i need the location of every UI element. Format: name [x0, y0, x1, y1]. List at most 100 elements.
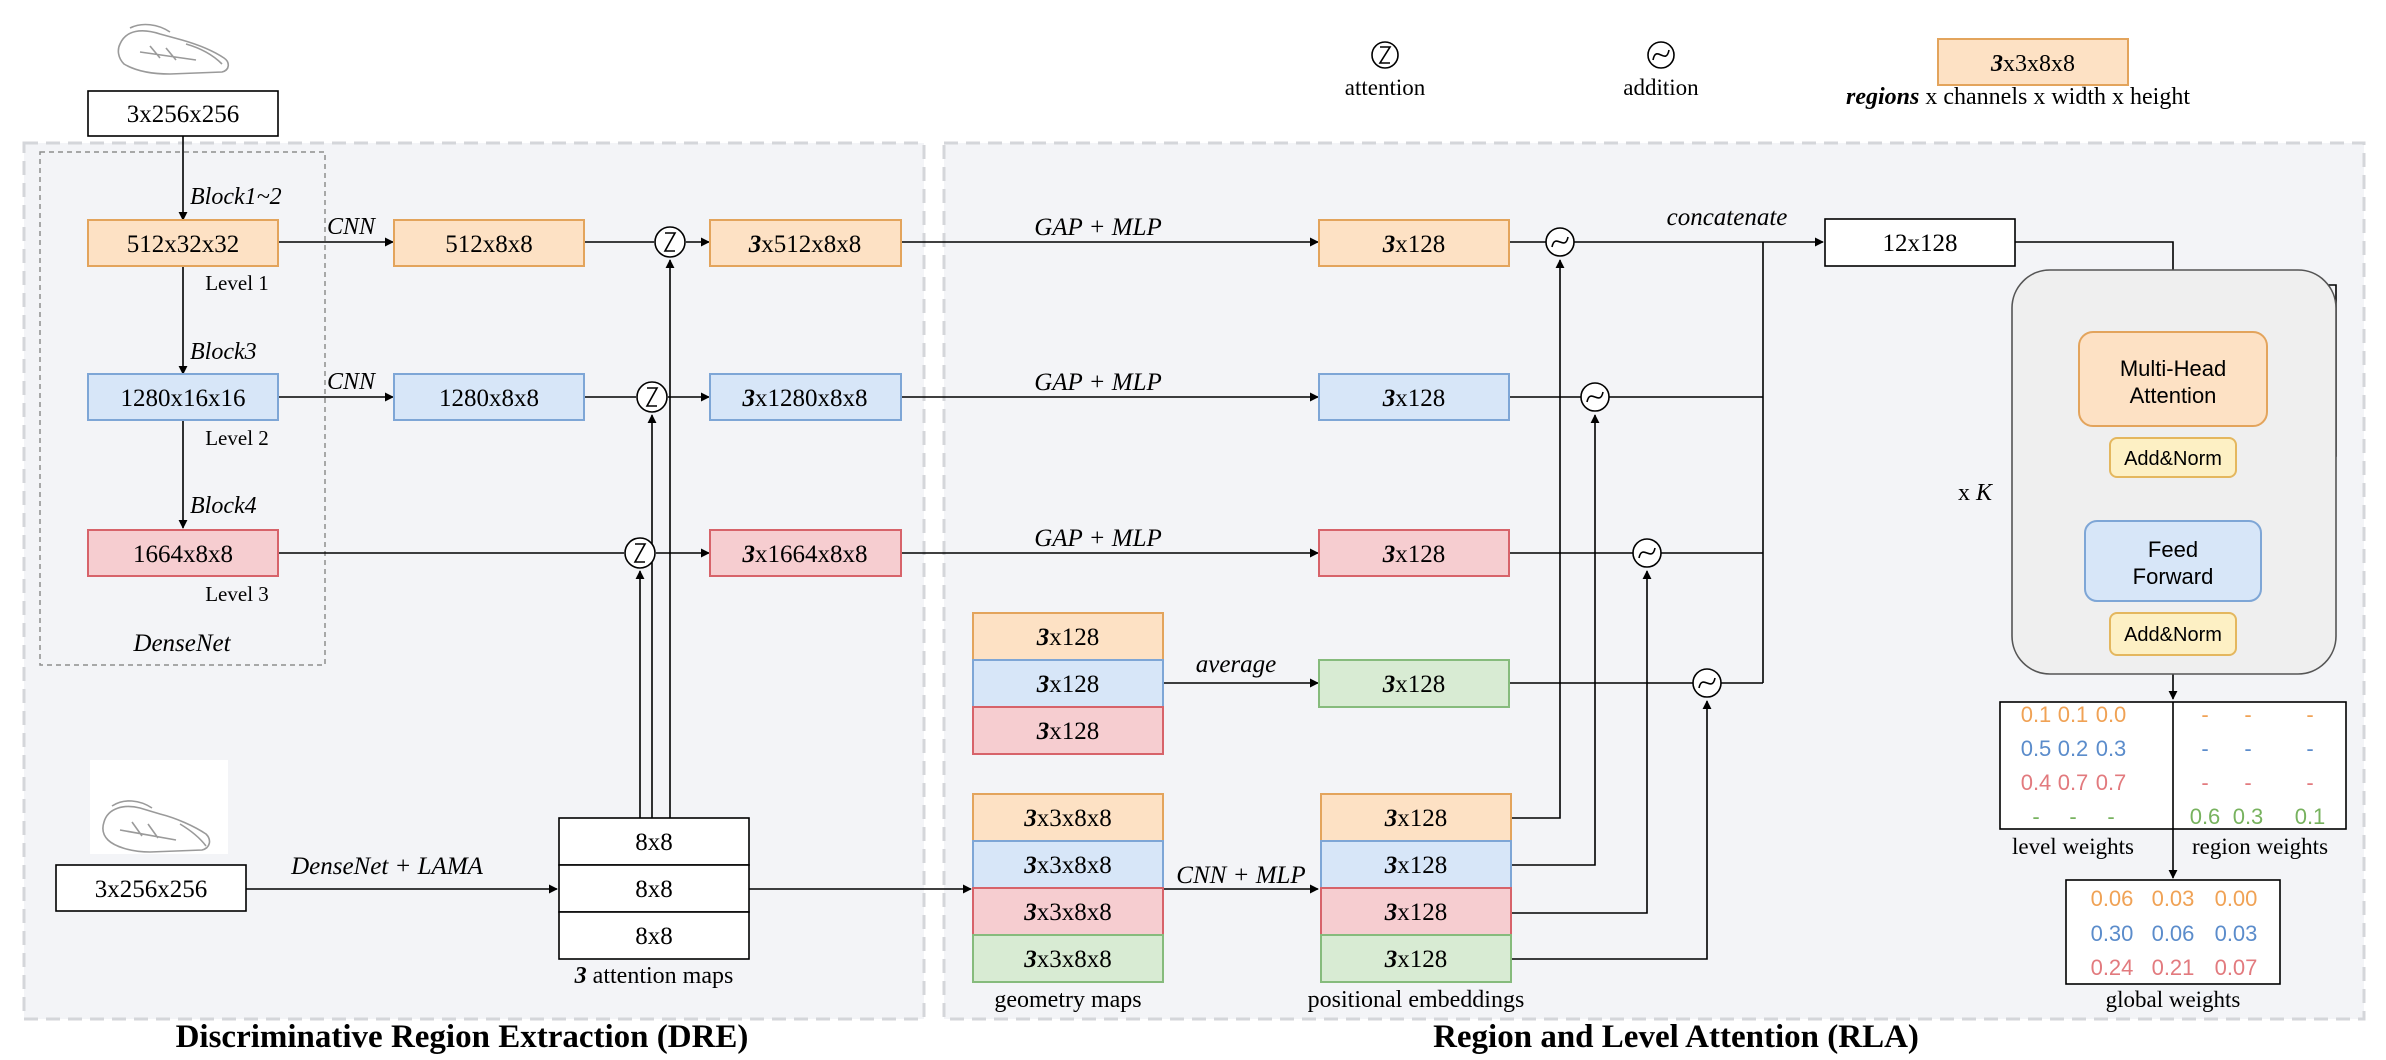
block-label-3: Block4: [190, 493, 257, 519]
input-image-bottom-label: 3x256x256: [95, 876, 208, 903]
positional-embedding-3: [1320, 887, 1512, 936]
attention-map-1-label: 8x8: [635, 829, 673, 856]
positional-embeddings-caption: positional embeddings: [1308, 987, 1525, 1013]
legend-addition-symbol: [1647, 41, 1675, 69]
legend-example-text: 3x3x8x8: [1990, 51, 2075, 77]
positional-embedding-4: [1320, 934, 1512, 983]
level-label-2: Level 2: [205, 426, 269, 450]
level-embedding-3: [1318, 529, 1510, 577]
feed-forward-line1: Feed: [2148, 537, 2198, 562]
positional-embedding-2-label: 3x128: [1384, 852, 1448, 879]
positional-embedding-3-label: 3x128: [1384, 899, 1448, 926]
weight-cell: 0.1: [2058, 702, 2089, 727]
connectors: [178, 136, 2337, 960]
cnn-output-level1: [393, 219, 585, 267]
block-label-2: Block3: [190, 339, 257, 365]
cnn-mlp-label: CNN + MLP: [1176, 862, 1305, 889]
geometry-map-2-label: 3x3x8x8: [1023, 852, 1112, 879]
multi-head-attention: [2078, 331, 2268, 427]
level-weights-caption: level weights: [2012, 834, 2134, 859]
gap-mlp-label-1: GAP + MLP: [1034, 214, 1162, 241]
geometry-map-2: [972, 840, 1164, 889]
addition-node-2: [1580, 382, 1610, 412]
positional-embedding-2: [1320, 840, 1512, 889]
repeat-k-label: x K: [1958, 480, 1994, 506]
global-weight-cell: 0.00: [2215, 886, 2258, 911]
weight-cell: 0.1: [2021, 702, 2052, 727]
attended-output-level1-label: 3x512x8x8: [748, 231, 862, 258]
global-weight-cell: 0.07: [2215, 955, 2258, 980]
weight-cell: 0.3: [2233, 804, 2264, 829]
attention-maps-caption: 3 attention maps: [574, 963, 734, 989]
weight-cell: -: [2306, 770, 2313, 795]
add-norm-2-label: Add&Norm: [2124, 624, 2222, 646]
weight-cell: -: [2244, 702, 2251, 727]
stack-item-2-label: 3x128: [1036, 671, 1100, 698]
global-weight-cell: 0.06: [2152, 921, 2195, 946]
attention-node-2: [636, 381, 668, 413]
weight-cell: 0.2: [2058, 736, 2089, 761]
attention-node-1: [654, 226, 686, 258]
shoe-sketch-bottom: [90, 760, 228, 854]
positional-embedding-4-label: 3x128: [1384, 946, 1448, 973]
feature-map-level1-label: 512x32x32: [127, 231, 240, 258]
level-embedding-1: [1318, 219, 1510, 267]
feature-map-level2-label: 1280x16x16: [121, 385, 246, 412]
stack-item-1: [972, 612, 1164, 661]
legend-attention-symbol: [1371, 41, 1399, 69]
positional-embedding-1: [1320, 793, 1512, 842]
input-image-bottom-box: [55, 864, 247, 912]
global-weight-cell: 0.21: [2152, 955, 2195, 980]
weight-cell: -: [2032, 804, 2039, 829]
concat-output: [1824, 218, 2016, 267]
cnn-label-1: CNN: [327, 214, 377, 240]
global-weight-cell: 0.03: [2215, 921, 2258, 946]
global-weights-table: [2065, 879, 2281, 985]
weight-cell: -: [2306, 736, 2313, 761]
average-output: [1318, 659, 1510, 708]
input-image-top-box: [87, 90, 279, 137]
geometry-maps-caption: geometry maps: [994, 987, 1141, 1013]
attention-node-3: [624, 537, 656, 569]
concat-output-label: 12x128: [1883, 230, 1958, 257]
geometry-map-1-label: 3x3x8x8: [1023, 805, 1112, 832]
geometry-map-1: [972, 793, 1164, 842]
multi-head-attention-line2: Attention: [2130, 383, 2217, 408]
legend-attention-label: attention: [1345, 75, 1426, 100]
lama-label: DenseNet + LAMA: [290, 853, 484, 880]
attended-output-level1: [709, 219, 902, 267]
dre-section-title: Discriminative Region Extraction (DRE): [176, 1019, 749, 1055]
attended-output-level3-label: 3x1664x8x8: [742, 541, 868, 568]
weight-cell: 0.0: [2096, 702, 2127, 727]
cnn-output-level2-label: 1280x8x8: [439, 385, 539, 412]
weight-cell: 0.3: [2096, 736, 2127, 761]
attention-map-3-label: 8x8: [635, 923, 673, 950]
concatenate-label: concatenate: [1667, 204, 1788, 231]
level-label-3: Level 3: [205, 582, 269, 606]
weight-cell: 0.4: [2021, 770, 2052, 795]
average-output-label: 3x128: [1382, 671, 1446, 698]
shoe-sketch-top: [117, 23, 230, 75]
add-norm-1: [2109, 437, 2237, 478]
region-weights-caption: region weights: [2192, 834, 2328, 859]
weight-cell: -: [2069, 804, 2076, 829]
level-embedding-3-label: 3x128: [1382, 541, 1446, 568]
feature-map-level3-label: 1664x8x8: [133, 541, 233, 568]
weight-cell: -: [2201, 736, 2208, 761]
cnn-output-level1-label: 512x8x8: [445, 231, 533, 258]
cnn-label-2: CNN: [327, 369, 377, 395]
global-weight-cell: 0.24: [2091, 955, 2134, 980]
add-norm-1-label: Add&Norm: [2124, 448, 2222, 470]
global-weight-cell: 0.06: [2091, 886, 2134, 911]
attended-output-level2-label: 3x1280x8x8: [742, 385, 868, 412]
gap-mlp-label-2: GAP + MLP: [1034, 369, 1162, 396]
level-embedding-2-label: 3x128: [1382, 385, 1446, 412]
weight-cell: 0.7: [2096, 770, 2127, 795]
densenet-region: [39, 151, 326, 666]
rla-section-title: Region and Level Attention (RLA): [1433, 1019, 1919, 1055]
stack-item-2: [972, 659, 1164, 708]
weight-cell: -: [2306, 702, 2313, 727]
